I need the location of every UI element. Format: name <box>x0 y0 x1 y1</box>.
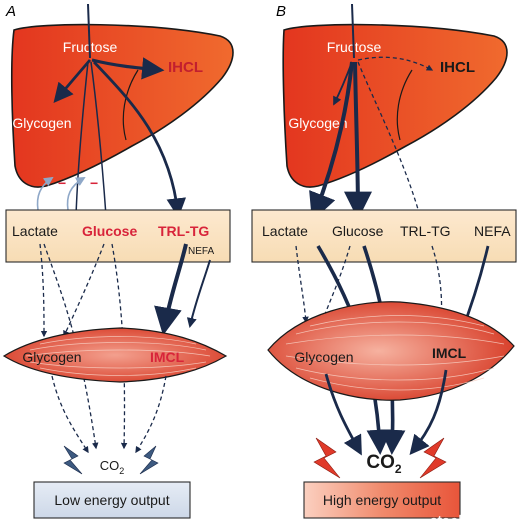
imcl-label-a: IMCL <box>150 349 185 365</box>
muscle-glycogen-label-a: Glycogen <box>22 349 81 365</box>
high-energy-output-box <box>303 481 461 519</box>
nefa-label-a: NEFA <box>188 246 214 257</box>
plasma-box-a <box>5 209 231 263</box>
arrow-fructose-to-glucose-a <box>90 61 110 218</box>
inhibition-sign-2-a: − <box>90 175 98 191</box>
trltg-label-a: TRL-TG <box>158 223 209 239</box>
liver-glycogen-label-b: Glycogen <box>288 115 347 131</box>
arrow-lactate-to-glycogen-a <box>39 243 48 338</box>
imcl-label-b: IMCL <box>432 345 467 361</box>
arrow-glucose-to-glycogen-b <box>320 245 351 324</box>
lactate-label-a: Lactate <box>12 223 58 239</box>
muscle-b <box>267 301 515 401</box>
muscle-a <box>2 327 228 383</box>
muscle-b-fibers <box>285 315 505 391</box>
ihcl-label-b: IHCL <box>440 59 475 76</box>
low-energy-output-box <box>33 481 191 519</box>
watermark: steelfactor.ru <box>430 513 516 530</box>
arrow-glucose-to-co2-a <box>111 243 128 450</box>
co2-label-b: CO2 <box>366 452 402 476</box>
arrow-fructose-to-lactate-a <box>72 61 89 218</box>
arrow-fructose-entry-b <box>351 3 355 59</box>
arrow-lactate-to-glycogen-b <box>295 245 309 324</box>
panel-b: B Fructose IHCL Glycogen Lactate Glucose… <box>251 3 517 519</box>
glucose-label-b: Glucose <box>332 223 384 239</box>
arrow-trltg-to-imcl-a <box>154 243 188 336</box>
panel-b-letter: B <box>276 3 286 20</box>
arrow-fructose-to-glucose-b <box>343 61 372 220</box>
liver-a-lobe-line <box>122 69 139 141</box>
panel-a-letter: A <box>5 3 16 20</box>
panel-a: A Fructose IHCL Glycogen − − Lactate Glu… <box>2 3 234 519</box>
arrow-glycogen-to-co2-a <box>51 375 89 454</box>
liver-a <box>10 23 234 188</box>
lactate-label-b: Lactate <box>262 223 308 239</box>
feedback-glucose-a <box>66 177 86 211</box>
muscle-glycogen-label-b: Glycogen <box>294 349 353 365</box>
arrow-glycogen-to-co2-b <box>324 373 362 456</box>
energy-bolt-left-a <box>63 445 83 475</box>
nefa-label-b: NEFA <box>474 223 511 239</box>
liver-b <box>282 23 508 188</box>
arrow-fructose-to-ihcl-b <box>357 56 434 71</box>
arrow-fructose-to-ihcl-a <box>91 57 165 80</box>
liver-b-lobe-line <box>396 69 413 141</box>
liver-glycogen-label-a: Glycogen <box>12 115 71 131</box>
arrow-imcl-to-co2-a <box>135 375 167 454</box>
ihcl-label-a: IHCL <box>168 59 203 76</box>
arrow-fructose-entry-a <box>87 3 91 59</box>
arrow-fructose-to-trltg-b <box>357 61 422 218</box>
energy-bolt-right-a <box>139 445 159 475</box>
arrow-fructose-to-glycogen-a <box>53 59 92 104</box>
energy-bolt-right-b <box>419 437 447 479</box>
high-energy-output-label: High energy output <box>323 492 441 508</box>
arrow-nefa-to-imcl-a <box>186 259 211 328</box>
plasma-box-b <box>251 209 517 263</box>
glucose-label-a: Glucose <box>82 223 137 239</box>
inhibition-sign-1-a: − <box>58 175 66 191</box>
co2-label-a: CO2 <box>100 458 125 476</box>
arrow-imcl-to-co2-b <box>409 369 448 456</box>
muscle-a-fibers <box>25 336 211 376</box>
feedback-lactate-a <box>36 176 54 211</box>
low-energy-output-label: Low energy output <box>54 492 169 508</box>
arrow-lactate-to-co2-a <box>43 243 99 450</box>
trltg-label-b: TRL-TG <box>400 223 451 239</box>
arrow-fructose-to-trltg-a <box>92 61 187 218</box>
arrow-fructose-to-lactate-b <box>309 61 354 222</box>
energy-bolt-left-b <box>313 437 341 479</box>
